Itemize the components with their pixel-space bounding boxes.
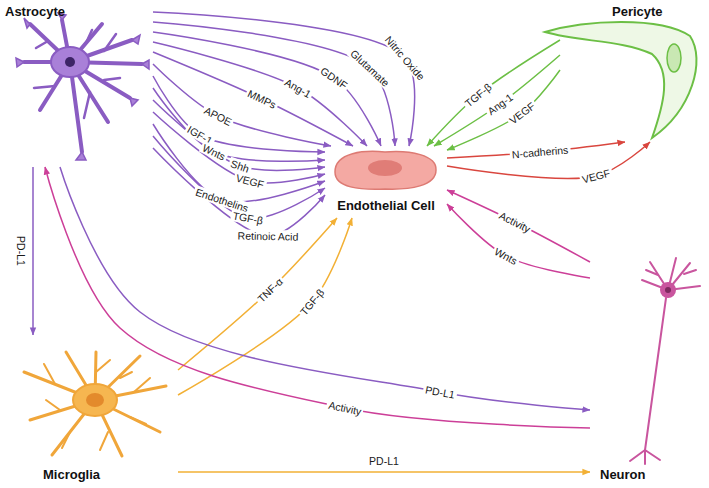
pericyte-body [545, 22, 696, 138]
signal-label: Endothelins [192, 185, 252, 215]
signal-label: GDNF [317, 63, 352, 92]
signal-label: Retinoic Acid [236, 229, 301, 242]
cell-label: Pericyte [612, 4, 663, 19]
endothelial-figure [335, 151, 436, 189]
neuron-axon [645, 298, 666, 450]
endothelial-body [335, 151, 436, 189]
signal-label: PD-L1 [422, 383, 457, 401]
signal-arrow [60, 167, 590, 410]
signal-arrow [153, 124, 325, 202]
microglia-body [73, 384, 117, 416]
astrocyte-branch [34, 30, 120, 118]
signal-label: VEGF [505, 98, 538, 127]
neuron-figure [630, 258, 700, 464]
cell-node: Astrocyte [3, 2, 153, 167]
signal-arrow [153, 52, 353, 146]
signal-arrow [447, 142, 650, 178]
signal-arrow [447, 142, 625, 158]
signal-arrow [434, 55, 560, 146]
signal-label: VEGF [579, 166, 614, 186]
signal-label: TGF-β [461, 79, 495, 110]
signal-label: TGF-β [230, 209, 266, 227]
cell-label: Microglia [43, 467, 100, 482]
signal-label: TNF-α [254, 274, 287, 306]
signal-arrow [178, 218, 337, 370]
neuron-body [660, 282, 676, 298]
astrocyte-body [51, 47, 89, 77]
signal-label: APOE [200, 103, 235, 129]
signal-label: Shh [227, 157, 252, 176]
signal-arrow [153, 32, 381, 146]
signal-label: Nitric Oxide [381, 32, 428, 84]
signal-arrow [447, 204, 590, 278]
signal-arrow [45, 167, 590, 428]
signal-label: N-cadherins [509, 143, 570, 160]
signal-arrow [178, 218, 352, 395]
signal-label: Glutamate [347, 46, 394, 90]
signal-label: Wnts [199, 141, 229, 164]
cell-node: Endothelial Cell [325, 146, 447, 218]
pericyte-nucleus [667, 44, 681, 72]
microglia-process [24, 352, 166, 456]
pericyte-figure [545, 22, 696, 138]
signal-label: Ang-1 [484, 90, 517, 119]
signal-label: IGF-1 [184, 122, 217, 148]
neuron-terminal [630, 450, 660, 464]
signal-label: TGF-β [296, 285, 327, 319]
cell-node: Pericyte [560, 2, 704, 142]
signal-label: Ang-1 [281, 75, 315, 101]
signal-arrow [153, 148, 325, 236]
microglia-figure [24, 352, 166, 456]
signal-arrow [447, 70, 560, 150]
cell-label: Astrocyte [5, 4, 65, 19]
microglia-branch [44, 360, 150, 450]
signal-label: PD-L1 [15, 234, 27, 268]
signal-label: PD-L1 [367, 455, 401, 467]
cell-node: Neuron [590, 255, 705, 483]
astrocyte-nucleus [65, 57, 75, 67]
cell-label: Neuron [600, 467, 646, 482]
signal-arrow [153, 64, 331, 146]
neuron-nucleus [665, 287, 671, 293]
signal-label: Activity [326, 398, 365, 417]
signal-label: VEGF [233, 171, 268, 191]
endothelial-nucleus [368, 160, 402, 176]
signal-arrow [178, 471, 590, 473]
signal-arrow [153, 136, 325, 218]
signal-label: Activity [496, 208, 535, 235]
microglia-nucleus [86, 393, 104, 407]
signal-arrow [153, 112, 325, 183]
astrocyte-endfoot [16, 13, 149, 160]
signal-arrow [153, 42, 367, 146]
signal-arrow [153, 76, 325, 152]
cell-node: Microglia [8, 335, 178, 483]
signal-arrow [153, 12, 415, 146]
signal-label: Wnts [491, 244, 521, 268]
signal-label: MMPs [244, 86, 280, 111]
astrocyte-figure [16, 13, 149, 160]
cell-label: Endothelial Cell [325, 198, 447, 213]
signal-arrow [32, 167, 34, 335]
astrocyte-process [24, 20, 142, 152]
